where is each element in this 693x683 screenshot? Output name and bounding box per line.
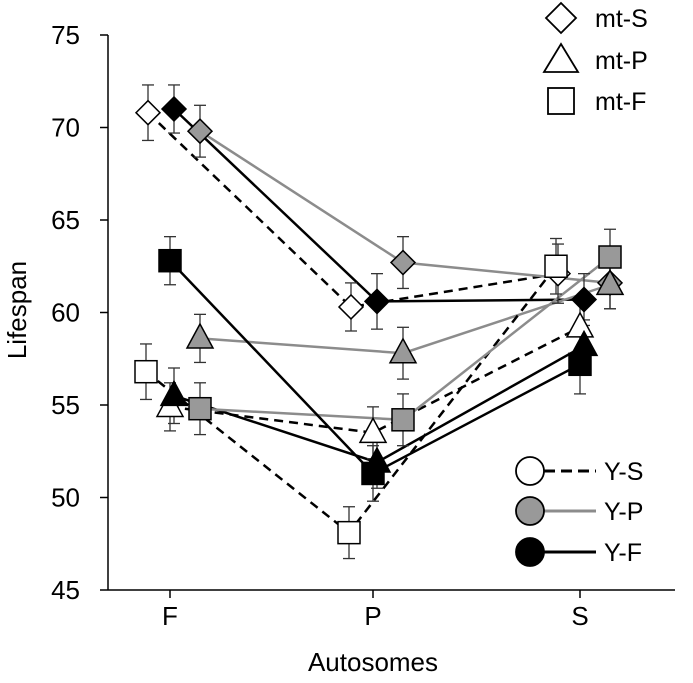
- series-mt-s-y-f-point: [363, 288, 391, 315]
- series-mt-p-y-s-point: [358, 416, 388, 444]
- legend-label: mt-S: [595, 5, 648, 33]
- legend-item-mt-s: mt-S: [544, 1, 648, 35]
- series-mt-p-y-f-line: [173, 344, 585, 464]
- series-mt-f-y-f-point: [361, 461, 385, 486]
- series-mt-s-y-p-point: [186, 118, 214, 145]
- series-mt-s-y-s-point: [337, 293, 365, 321]
- series-mt-s-y-s-point: [134, 99, 162, 126]
- y-tick-label: 50: [51, 483, 80, 513]
- legend-item-mt-p: mt-P: [542, 42, 648, 75]
- legend-item-y-p: Y-P: [515, 496, 643, 526]
- series-mt-p-y-f-point: [159, 379, 189, 407]
- y-tick-label: 60: [51, 298, 80, 328]
- series-mt-p-y-s-line: [169, 326, 581, 435]
- y-axis-title: Lifespan: [2, 261, 32, 359]
- legend-triangle-marker: [542, 42, 580, 73]
- series-mt-f-y-s-point: [134, 359, 158, 384]
- series-markers: [134, 95, 625, 545]
- legend-label: Y-S: [604, 458, 643, 486]
- legend-mitochondria: mt-S mt-P mt-F: [542, 1, 648, 116]
- series-mt-s-y-f-line: [173, 108, 585, 303]
- x-tick-label: F: [162, 601, 178, 631]
- legend-item-y-s: Y-S: [515, 456, 643, 486]
- legend-circle-marker: [515, 496, 545, 526]
- y-tick-label: 70: [51, 113, 80, 143]
- axes: [107, 35, 675, 591]
- legend-circle-marker: [515, 456, 545, 486]
- x-tick-label: S: [571, 601, 588, 631]
- series-mt-f-y-s-point: [544, 254, 568, 278]
- series-mt-s-y-f-point: [570, 286, 598, 313]
- series-mt-f-y-s-point: [337, 520, 361, 545]
- error-bars: [140, 84, 616, 560]
- series-mt-f-y-f-point: [568, 352, 592, 377]
- legend-circle-marker: [515, 537, 545, 567]
- legend-label: mt-P: [595, 47, 648, 75]
- y-tick-label: 65: [51, 205, 80, 235]
- legend-square-marker: [547, 87, 575, 115]
- series-mt-p-y-p-point: [185, 322, 215, 349]
- legend-item-mt-f: mt-F: [547, 87, 646, 116]
- y-tick-label: 45: [51, 575, 80, 605]
- legend-diamond-marker: [544, 1, 578, 35]
- series-mt-p-y-s-point: [565, 311, 595, 338]
- legend-label: mt-F: [595, 88, 646, 116]
- y-ticks: 45 50 55 60 65 70 75: [51, 20, 108, 605]
- legend-label: Y-P: [604, 498, 643, 526]
- legend-label: Y-F: [604, 539, 642, 567]
- y-tick-label: 55: [51, 390, 80, 420]
- legend-item-y-f: Y-F: [515, 537, 642, 567]
- series-mt-f-y-p-point: [391, 408, 415, 432]
- series-mt-p-y-p-point: [595, 268, 625, 296]
- x-axis-title: Autosomes: [308, 647, 438, 677]
- series-mt-s-y-s-line: [147, 111, 559, 309]
- series-mt-f-y-p-point: [188, 396, 212, 421]
- series-mt-p-y-p-point: [388, 337, 418, 364]
- series-mt-f-y-p-line: [199, 256, 611, 422]
- series-mt-s-y-f-point: [160, 95, 188, 123]
- legend-y-chromosome: Y-S Y-P Y-F: [515, 456, 643, 567]
- series-mt-f-y-f-point: [158, 248, 182, 273]
- x-tick-label: P: [364, 601, 381, 631]
- y-tick-label: 75: [51, 20, 80, 50]
- series-mt-s-y-p-point: [389, 249, 417, 276]
- series-mt-f-y-p-point: [598, 245, 622, 269]
